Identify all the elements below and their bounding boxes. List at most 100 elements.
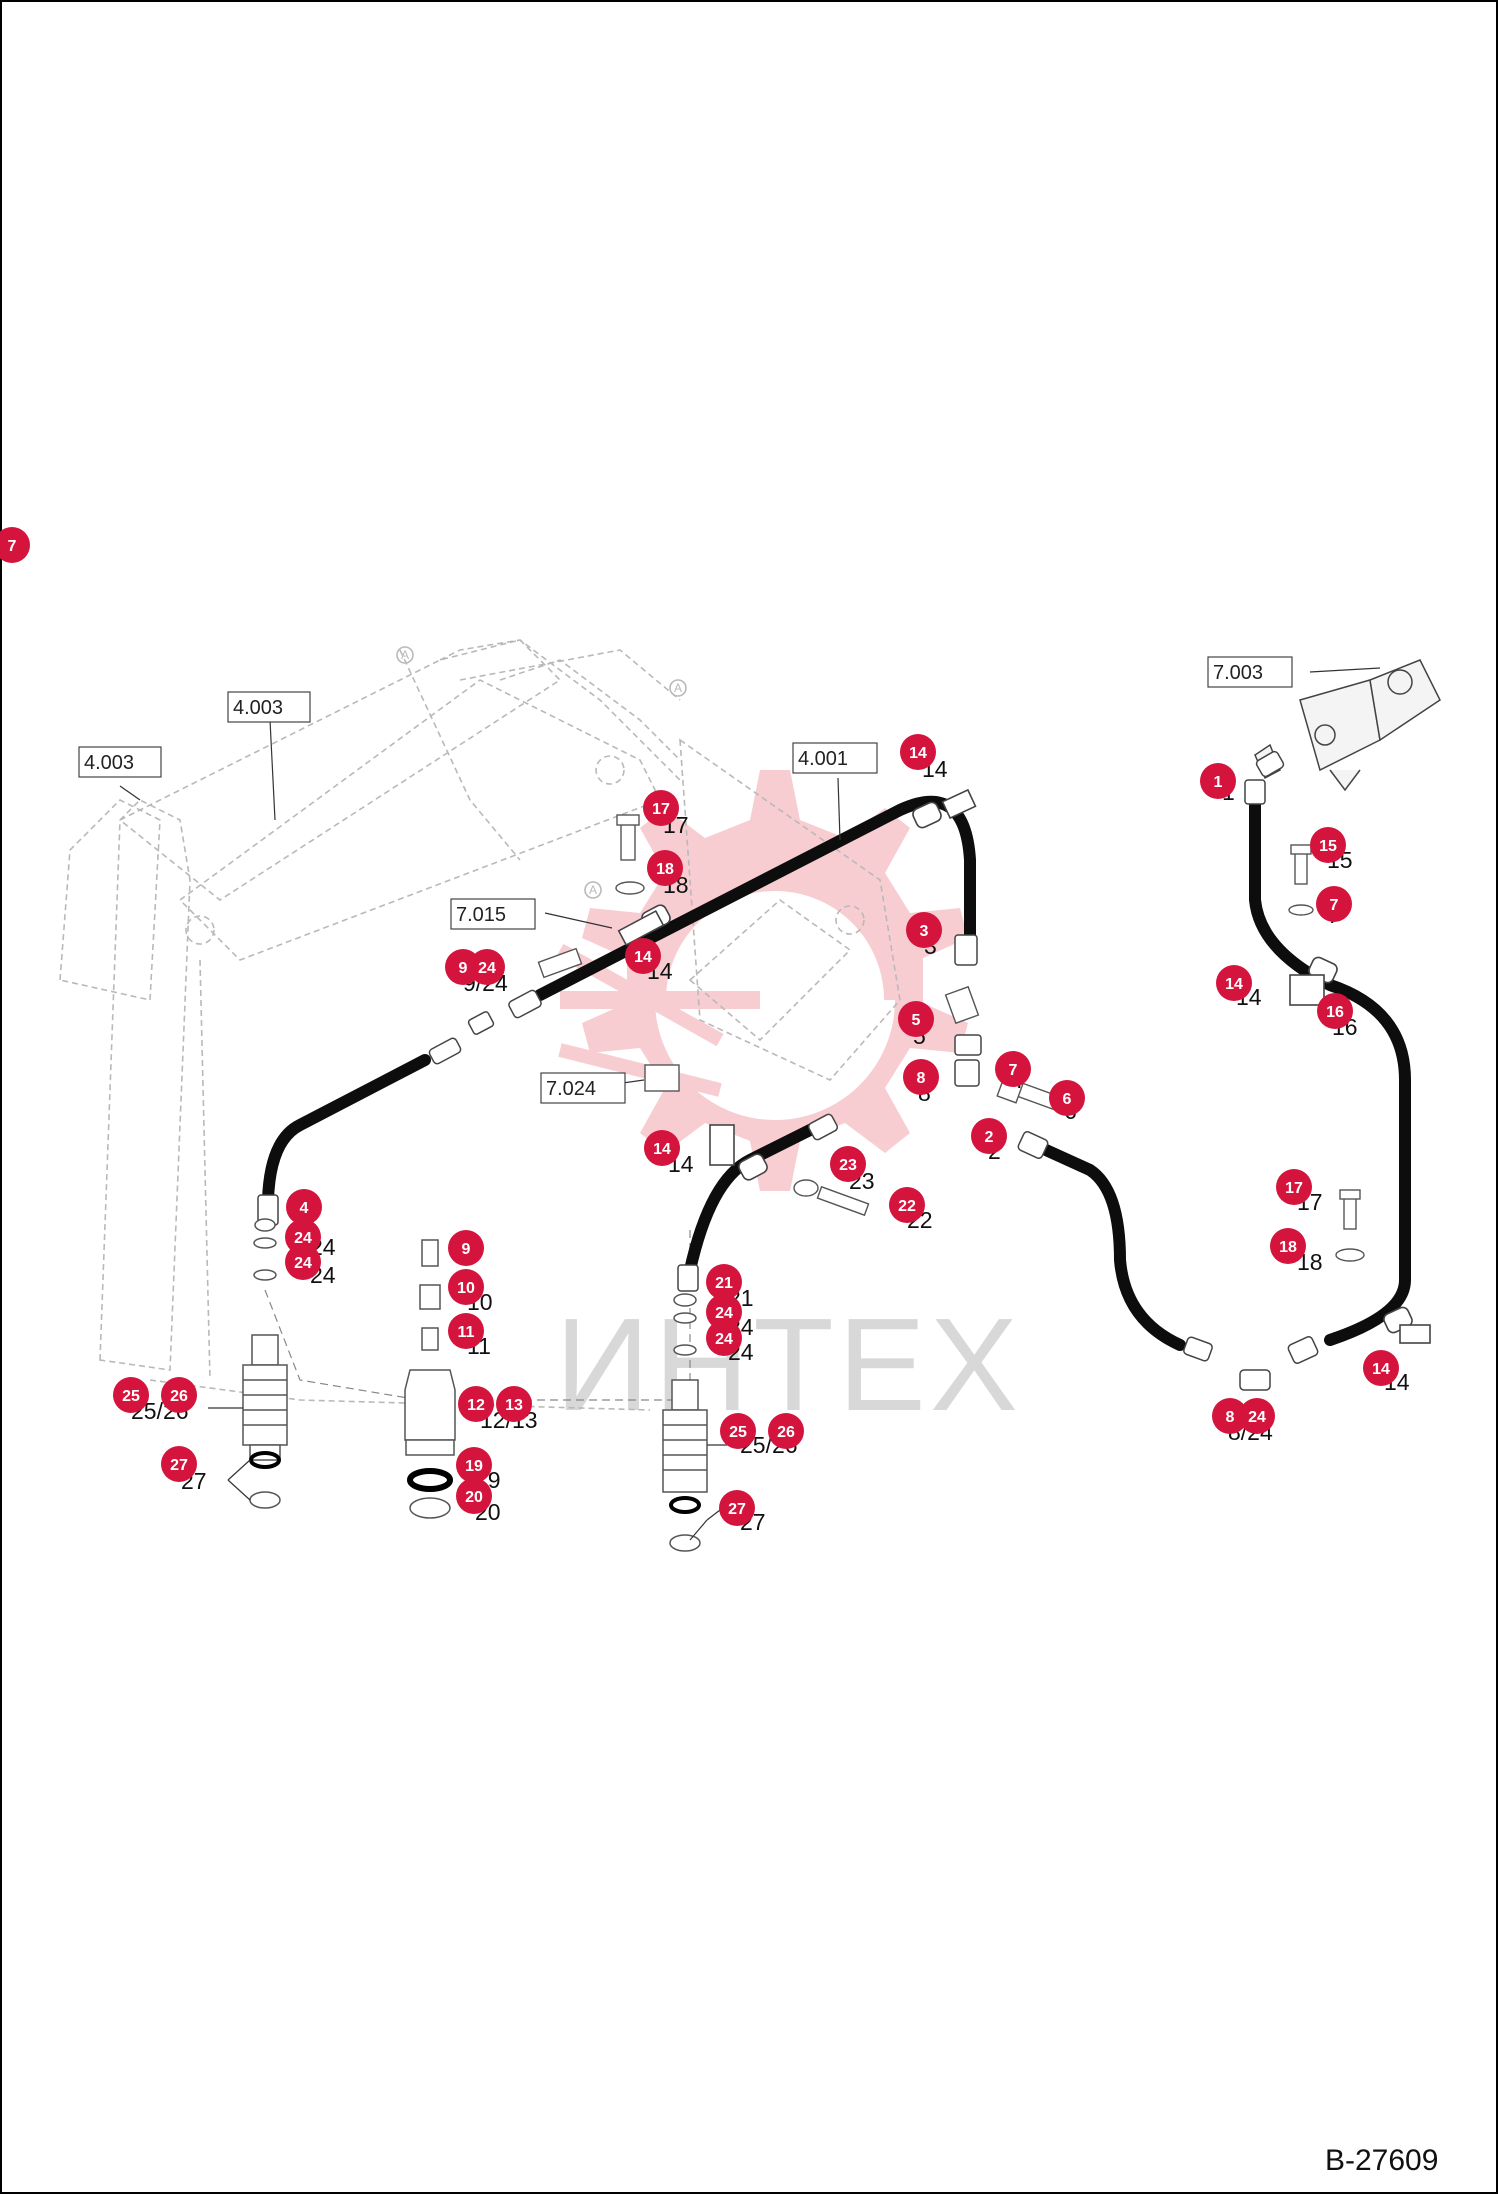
- callout-number: 14: [909, 745, 927, 762]
- callout-number: 3: [920, 923, 929, 940]
- hose-clamps: [617, 788, 1431, 1344]
- callout-24[interactable]: 24: [706, 1320, 742, 1356]
- callout-6[interactable]: 6: [1049, 1080, 1085, 1116]
- callout-number: 23: [839, 1157, 857, 1174]
- callout-number: 14: [1225, 976, 1243, 993]
- callout-number: 24: [715, 1331, 733, 1348]
- callout-20[interactable]: 20: [456, 1478, 492, 1514]
- callout-27[interactable]: 27: [719, 1490, 755, 1526]
- reference-label: 4.001: [798, 748, 848, 770]
- callout-26[interactable]: 26: [768, 1413, 804, 1449]
- callout-9[interactable]: 9: [448, 1230, 484, 1266]
- callout-14[interactable]: 14: [1363, 1350, 1399, 1386]
- reference-box-4003-left[interactable]: 4.003: [78, 746, 162, 778]
- callout-10[interactable]: 10: [448, 1269, 484, 1305]
- callout-17[interactable]: 17: [1276, 1169, 1312, 1205]
- coupler-left: [242, 1218, 288, 1509]
- callout-number: 24: [294, 1255, 312, 1272]
- callout-18[interactable]: 18: [647, 850, 683, 886]
- callout-11[interactable]: 11: [448, 1313, 484, 1349]
- reference-label: 7.003: [1213, 662, 1263, 684]
- reference-box-4001[interactable]: 4.001: [792, 742, 878, 774]
- callout-22[interactable]: 22: [889, 1187, 925, 1223]
- hose-fittings: [257, 750, 1319, 1391]
- callout-24[interactable]: 24: [469, 949, 505, 985]
- callout-number: 18: [1279, 1239, 1297, 1256]
- callout-7[interactable]: 7: [995, 1051, 1031, 1087]
- ghost-labels: A A A: [401, 648, 682, 897]
- callout-number: 7: [8, 538, 17, 555]
- callout-14[interactable]: 14: [1216, 965, 1252, 1001]
- callout-number: 18: [656, 861, 674, 878]
- callout-23[interactable]: 23: [830, 1146, 866, 1182]
- reference-box-7015[interactable]: 7.015: [450, 898, 536, 930]
- reference-label: 7.015: [456, 904, 506, 926]
- callout-number: 27: [728, 1501, 746, 1518]
- callout-24[interactable]: 24: [706, 1294, 742, 1330]
- callout-number: 17: [1285, 1180, 1303, 1197]
- coupler-right: [662, 1293, 708, 1552]
- callout-number: 14: [634, 949, 652, 966]
- ghost-boom-outline: [59, 639, 901, 1411]
- callout-number: 24: [294, 1230, 312, 1247]
- callout-21[interactable]: 21: [706, 1264, 742, 1300]
- callout-number: 7: [1009, 1062, 1018, 1079]
- reference-label: 4.003: [233, 697, 283, 719]
- callout-number: 1: [1214, 774, 1223, 791]
- hardware-parts: [537, 814, 1365, 1262]
- callout-17[interactable]: 17: [643, 790, 679, 826]
- callout-2[interactable]: 2: [971, 1118, 1007, 1154]
- callout-24[interactable]: 24: [285, 1244, 321, 1280]
- callout-12[interactable]: 12: [458, 1386, 494, 1422]
- callout-18[interactable]: 18: [1270, 1228, 1306, 1264]
- callout-16[interactable]: 16: [1317, 993, 1353, 1029]
- callout-27[interactable]: 27: [161, 1446, 197, 1482]
- reference-box-4003-mid[interactable]: 4.003: [227, 691, 311, 723]
- reference-label: 4.003: [84, 752, 134, 774]
- callout-14[interactable]: 14: [625, 938, 661, 974]
- callout-15[interactable]: 15: [1310, 827, 1346, 863]
- callout-number: 22: [898, 1198, 916, 1215]
- callout-number: 25: [729, 1424, 747, 1441]
- callout-number: 19: [465, 1458, 483, 1475]
- callout-number: 26: [170, 1388, 188, 1405]
- callout-number: 24: [1248, 1409, 1266, 1426]
- reference-box-7003[interactable]: 7.003: [1207, 656, 1293, 688]
- callout-number: 8: [1226, 1409, 1235, 1426]
- callout-number: 27: [170, 1457, 188, 1474]
- callout-7[interactable]: 7: [0, 527, 30, 563]
- callout-13[interactable]: 13: [496, 1386, 532, 1422]
- callout-25[interactable]: 25: [113, 1377, 149, 1413]
- callout-number: 6: [1063, 1091, 1072, 1108]
- callout-number: 5: [912, 1012, 921, 1029]
- callout-1[interactable]: 1: [1200, 763, 1236, 799]
- callout-number: 24: [715, 1305, 733, 1322]
- callout-number: 26: [777, 1424, 795, 1441]
- callout-5[interactable]: 5: [898, 1001, 934, 1037]
- callout-24[interactable]: 24: [285, 1219, 321, 1255]
- callout-8[interactable]: 8: [903, 1059, 939, 1095]
- callout-26[interactable]: 26: [161, 1377, 197, 1413]
- callout-19[interactable]: 19: [456, 1447, 492, 1483]
- reference-box-7024[interactable]: 7.024: [540, 1072, 626, 1104]
- callout-8[interactable]: 8: [1212, 1398, 1248, 1434]
- callout-4[interactable]: 4: [286, 1189, 322, 1225]
- callout-3[interactable]: 3: [906, 912, 942, 948]
- callout-24[interactable]: 24: [1239, 1398, 1275, 1434]
- callout-14[interactable]: 14: [900, 734, 936, 770]
- ghost-a-label: A: [401, 648, 409, 662]
- callout-number: 8: [917, 1070, 926, 1087]
- callout-number: 17: [652, 801, 670, 818]
- ghost-a-label: A: [674, 681, 682, 695]
- callout-number: 12: [467, 1397, 485, 1414]
- callout-25[interactable]: 25: [720, 1413, 756, 1449]
- callout-number: 11: [458, 1324, 475, 1341]
- callout-number: 24: [478, 960, 496, 977]
- callout-number: 9: [459, 960, 468, 977]
- callout-number: 7: [1330, 897, 1339, 914]
- callout-14[interactable]: 14: [644, 1130, 680, 1166]
- callout-number: 21: [715, 1275, 733, 1292]
- callout-7[interactable]: 7: [1316, 886, 1352, 922]
- callout-number: 14: [1372, 1361, 1390, 1378]
